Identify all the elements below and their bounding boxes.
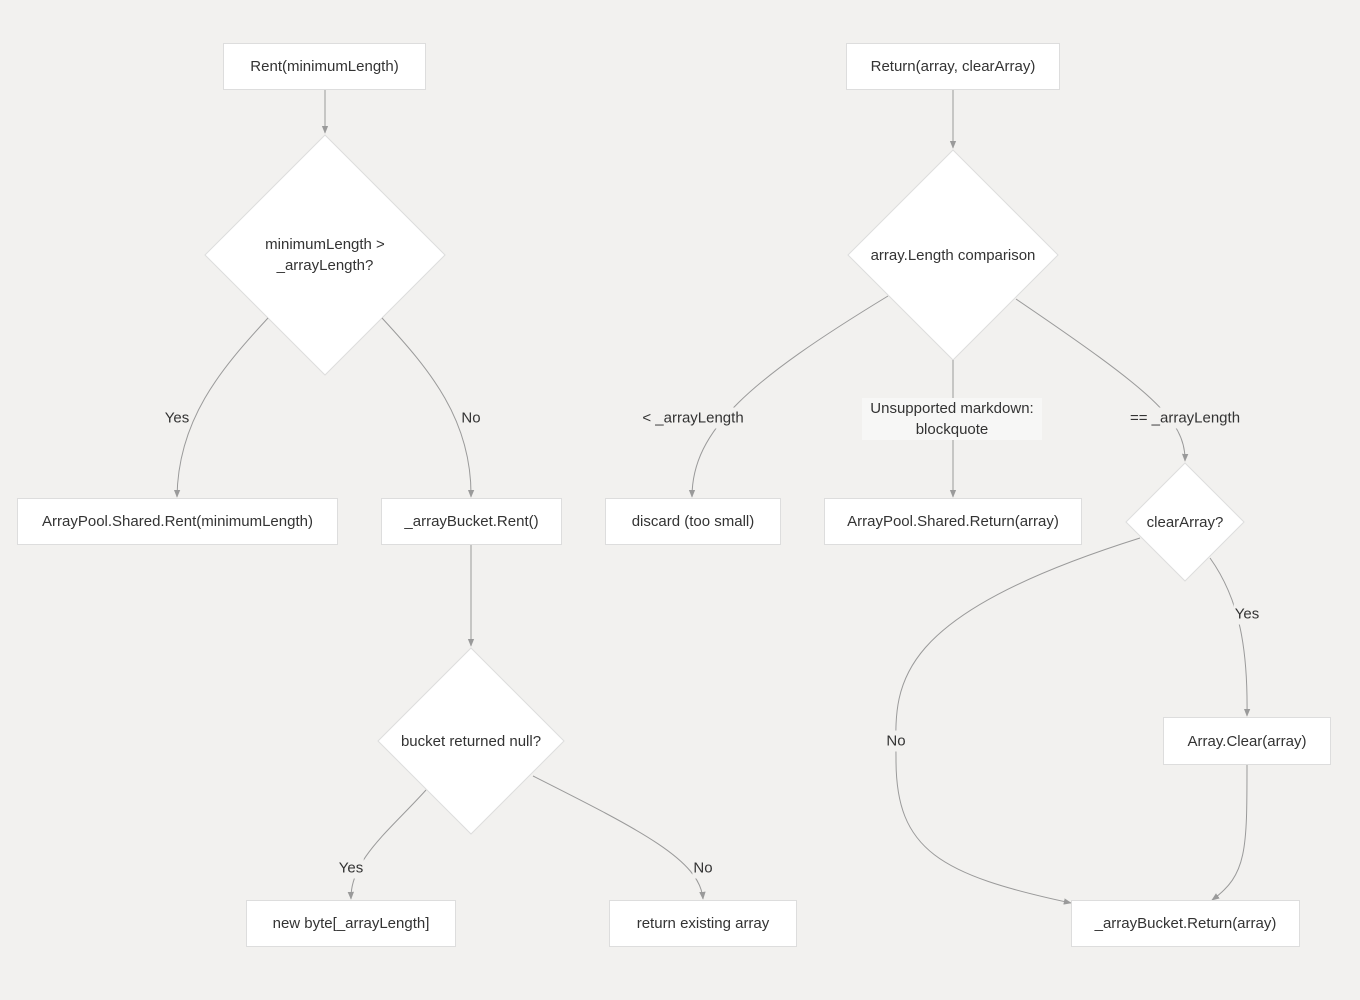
node-shared-return: ArrayPool.Shared.Return(array) [824,498,1082,545]
node-return: Return(array, clearArray) [846,43,1060,90]
node-shared-rent: ArrayPool.Shared.Rent(minimumLength) [17,498,338,545]
decision-shape-bucket-null [377,647,565,835]
node-new-byte: new byte[_arrayLength] [246,900,456,947]
edge-label-clear-yes: Yes [1233,603,1261,625]
edge-label-less: < _arrayLength [641,407,745,429]
node-array-clear: Array.Clear(array) [1163,717,1331,765]
edge-array-clear-to-bucket-return [1211,763,1248,901]
edge-rent-yes [173,317,269,498]
decision-shape-clear [1125,462,1245,582]
decision-shape-rent [204,134,446,376]
edge-label-null-no: No [692,857,714,879]
edge-label-null-yes: Yes [337,857,365,879]
edge-compare-equal [1015,298,1189,462]
node-rent: Rent(minimumLength) [223,43,426,90]
edge-null-yes [347,789,427,900]
edge-clear-yes [1209,557,1251,717]
node-bucket-return: _arrayBucket.Return(array) [1071,900,1300,947]
node-bucket-rent: _arrayBucket.Rent() [381,498,562,545]
node-return-existing: return existing array [609,900,797,947]
edge-clear-no [895,537,1141,905]
edge-compare-less [688,295,889,498]
decision-bucket-null-text: bucket returned null? [400,732,542,750]
edge-label-unsupported: Unsupported markdown: blockquote [862,398,1042,440]
edge-label-rent-yes: Yes [163,407,191,429]
edge-label-clear-no: No [885,730,907,752]
decision-length-compare-text: array.Length comparison [870,246,1036,264]
edge-label-rent-no: No [460,407,482,429]
edge-rent-no [381,317,475,498]
edge-label-equal: == _arrayLength [1128,407,1242,429]
node-discard: discard (too small) [605,498,781,545]
edge-null-no [532,775,706,900]
decision-clear-text: clearArray? [1146,513,1224,531]
decision-rent-text: minimumLength > _arrayLength? [265,236,385,274]
